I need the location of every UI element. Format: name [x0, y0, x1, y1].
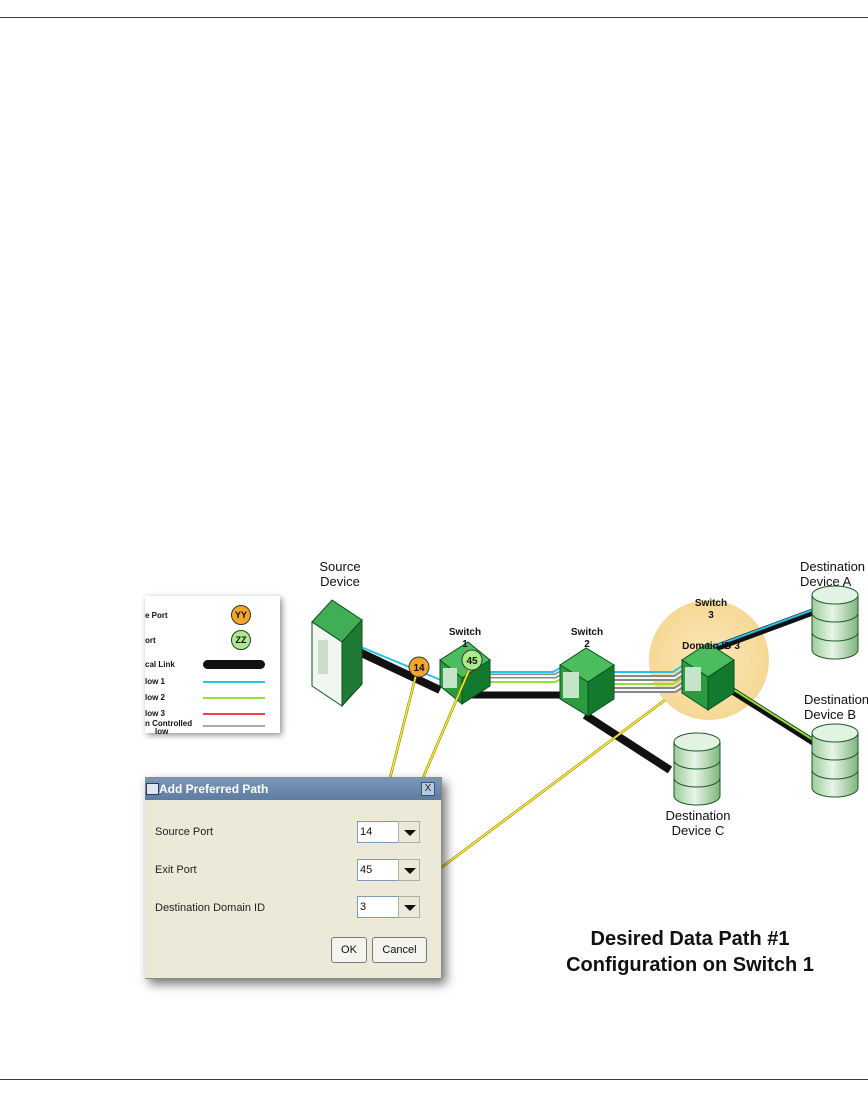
chevron-down-icon[interactable]: [398, 896, 420, 918]
switch-1-label-line2: 1: [462, 638, 468, 650]
destination-domain-id-label: Destination Domain ID: [155, 902, 266, 914]
legend-source-port-badge: YY: [231, 605, 251, 625]
legend-row-flow-3: low 3: [145, 707, 280, 723]
ok-button[interactable]: OK: [331, 937, 367, 963]
switch-2-icon: [559, 647, 615, 717]
legend-flow-3-label: low 3: [145, 709, 166, 718]
source-port-select[interactable]: 14: [357, 821, 421, 843]
switch-3-label-line1: Switch: [694, 598, 728, 609]
top-rule: [0, 17, 868, 18]
exit-port-value[interactable]: 45: [357, 859, 399, 881]
exit-port-select[interactable]: 45: [357, 859, 421, 881]
dest-c-label-line1: Destination: [665, 808, 731, 823]
chevron-down-icon[interactable]: [398, 821, 420, 843]
destination-device-c-icon: [673, 732, 721, 806]
legend-controlled-swatch: [203, 725, 265, 727]
destination-domain-id-select[interactable]: 3: [357, 896, 421, 918]
add-preferred-path-dialog: Add Preferred Path X Source Port 14 Exit…: [145, 777, 442, 979]
dest-a-label-line1: Destination: [800, 559, 866, 574]
destination-device-c-label: Destination Device C: [648, 808, 748, 839]
close-icon[interactable]: X: [421, 782, 435, 796]
switch-3-label-line2: 3: [708, 609, 714, 621]
legend-panel: e Port YY ort ZZ cal Link low 1 low 2 lo…: [145, 596, 280, 736]
legend-row-exit-port: ort ZZ: [145, 630, 280, 650]
legend-flow-2-label: low 2: [145, 693, 166, 702]
dest-b-label-line2: Device B: [804, 706, 857, 722]
switch-1-label-line1: Switch: [448, 627, 482, 638]
source-port-value[interactable]: 14: [357, 821, 399, 843]
caption-line-2: Configuration on Switch 1: [566, 954, 814, 976]
source-device-server: [311, 599, 363, 708]
legend-row-flow-1: low 1: [145, 675, 280, 691]
legend-flow-1-label: low 1: [145, 677, 166, 686]
legend-flow-1-swatch: [203, 681, 265, 683]
exit-port-label: Exit Port: [155, 864, 197, 876]
source-device-label-line1: Source: [319, 559, 361, 574]
legend-physical-link-label: cal Link: [145, 660, 175, 669]
legend-exit-port-label: ort: [145, 636, 156, 645]
destination-device-a-label: Destination Device A: [800, 559, 868, 590]
legend-controlled-label-line2: low: [155, 727, 169, 736]
legend-exit-port-badge: ZZ: [231, 630, 251, 650]
dialog-title: Add Preferred Path: [159, 782, 269, 796]
switch-3-icon: [681, 642, 735, 711]
caption-line-1: Desired Data Path #1: [590, 928, 790, 950]
switch-1-label: Switch 1: [440, 627, 490, 650]
switch-2-label-line2: 2: [584, 638, 590, 650]
svg-text:45: 45: [466, 656, 478, 667]
legend-controlled-label-line1: n Controlled: [145, 719, 193, 728]
destination-device-a-icon: [811, 585, 859, 660]
destination-domain-id-value[interactable]: 3: [357, 896, 399, 918]
destination-device-b-icon: [811, 723, 859, 798]
legend-source-port-label: e Port: [145, 611, 168, 620]
window-icon: [146, 783, 159, 795]
legend-physical-link-swatch: [203, 660, 265, 669]
source-device-label-line2: Device: [320, 573, 360, 589]
legend-flow-3-swatch: [203, 713, 265, 715]
dest-c-label-line2: Device C: [671, 822, 725, 838]
badge-exit-port-45: 45: [461, 649, 483, 671]
legend-row-source-port: e Port YY: [145, 605, 280, 625]
switch-2-label-line1: Switch: [570, 627, 604, 638]
bottom-rule: [0, 1079, 868, 1080]
legend-row-physical-link: cal Link: [145, 658, 280, 674]
switch-2-label: Switch 2: [562, 627, 612, 650]
link-source-switch1: [353, 644, 449, 694]
dest-b-label-line1: Destination: [804, 692, 868, 707]
chevron-down-icon[interactable]: [398, 859, 420, 881]
source-device-label: Source Device: [310, 559, 370, 590]
switch-3-label: Switch 3: [686, 598, 736, 621]
dialog-titlebar[interactable]: Add Preferred Path X: [145, 778, 441, 800]
switch-1-icon: [439, 641, 491, 706]
legend-row-controlled-flow: n Controlled low: [145, 719, 280, 736]
dest-a-label-line2: Device A: [800, 573, 852, 589]
svg-text:14: 14: [413, 663, 425, 674]
domain-id-label: Domain ID 3: [682, 641, 740, 652]
link-switch2-destc: [582, 711, 673, 774]
link-switch3-desta: [708, 606, 820, 654]
source-port-label: Source Port: [155, 826, 214, 838]
destination-device-b-label: Destination Device B: [804, 692, 868, 723]
figure-caption: Desired Data Path #1 Configuration on Sw…: [530, 926, 850, 978]
badge-source-port-14: 14: [408, 656, 430, 678]
cancel-button[interactable]: Cancel: [372, 937, 427, 963]
legend-flow-2-swatch: [203, 697, 265, 699]
legend-row-flow-2: low 2: [145, 691, 280, 707]
